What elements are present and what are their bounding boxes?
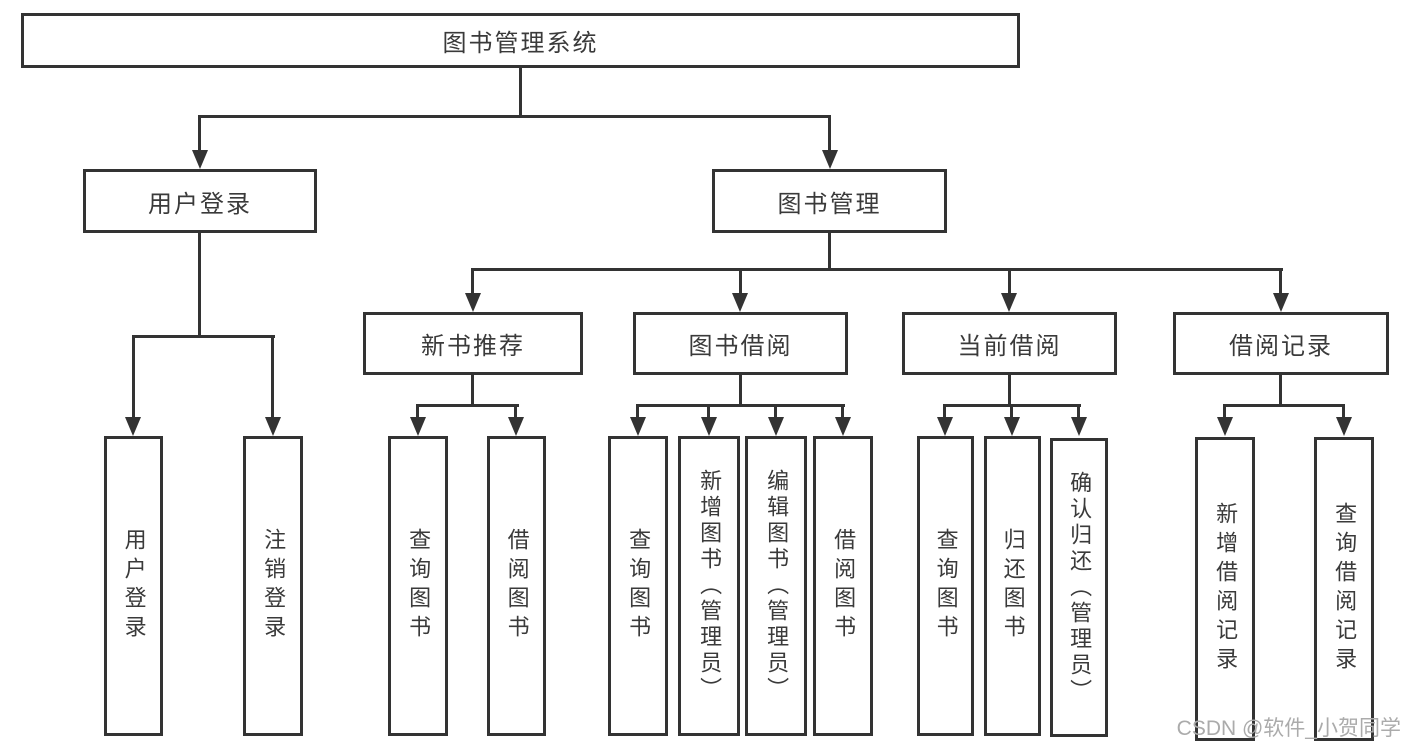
arrowhead-icon bbox=[192, 150, 208, 169]
connector-level3-elbow bbox=[471, 268, 1283, 271]
arrowhead-icon bbox=[732, 293, 748, 312]
connector-borrow-records-children-elbow bbox=[1223, 404, 1345, 407]
arrowhead-icon bbox=[1071, 417, 1087, 436]
connector-arrow-shaft bbox=[774, 404, 777, 421]
arrowhead-icon bbox=[465, 293, 481, 312]
connector-arrow-shaft bbox=[636, 404, 639, 421]
connector-book-borrow-stem bbox=[739, 375, 742, 407]
connector-new-book-children-elbow bbox=[416, 404, 519, 407]
arrowhead-icon bbox=[630, 417, 646, 436]
connector-arrow-shaft bbox=[132, 335, 135, 420]
connector-arrow-shaft bbox=[739, 268, 742, 298]
arrowhead-icon bbox=[768, 417, 784, 436]
connector-current-borrow-stem bbox=[1008, 375, 1011, 407]
leaf-query-books-b-label: 查询图书 bbox=[626, 528, 652, 644]
arrowhead-icon bbox=[410, 417, 426, 436]
leaf-return-book-label: 归还图书 bbox=[1000, 528, 1026, 644]
leaf-borrow-books-b-label: 借阅图书 bbox=[831, 528, 857, 644]
connector-book-borrow-children-elbow bbox=[636, 404, 845, 407]
leaf-edit-book-admin: 编辑图书（管理员） bbox=[745, 436, 807, 736]
leaf-query-books-c: 查询图书 bbox=[917, 436, 974, 736]
arrowhead-icon bbox=[1273, 293, 1289, 312]
arrowhead-icon bbox=[1001, 293, 1017, 312]
connector-arrow-shaft bbox=[416, 404, 419, 421]
node-root: 图书管理系统 bbox=[21, 13, 1020, 68]
node-borrow-records: 借阅记录 bbox=[1173, 312, 1389, 375]
leaf-borrow-books-a-label: 借阅图书 bbox=[504, 528, 530, 644]
connector-arrow-shaft bbox=[828, 115, 831, 153]
node-root-label: 图书管理系统 bbox=[442, 30, 599, 57]
connector-arrow-shaft bbox=[198, 115, 201, 153]
leaf-query-books-a: 查询图书 bbox=[388, 436, 448, 736]
connector-arrow-shaft bbox=[707, 404, 710, 421]
arrowhead-icon bbox=[1004, 417, 1020, 436]
connector-arrow-shaft bbox=[1010, 404, 1013, 421]
leaf-add-book-admin: 新增图书（管理员） bbox=[678, 436, 740, 736]
connector-user-login-stem bbox=[198, 233, 201, 337]
connector-level2-elbow bbox=[198, 115, 831, 118]
leaf-add-borrow-record: 新增借阅记录 bbox=[1195, 437, 1255, 741]
node-current-borrow: 当前借阅 bbox=[902, 312, 1117, 375]
node-borrow-records-label: 借阅记录 bbox=[1229, 333, 1333, 360]
arrowhead-icon bbox=[822, 150, 838, 169]
leaf-confirm-return-admin-label: 确认归还（管理员） bbox=[1067, 470, 1093, 705]
connector-root-stem bbox=[519, 68, 522, 118]
connector-arrow-shaft bbox=[1223, 404, 1226, 421]
arrowhead-icon bbox=[1336, 417, 1352, 436]
arrowhead-icon bbox=[265, 417, 281, 436]
leaf-logout: 注销登录 bbox=[243, 436, 303, 736]
connector-arrow-shaft bbox=[1342, 404, 1345, 421]
leaf-user-login: 用户登录 bbox=[104, 436, 163, 736]
connector-arrow-shaft bbox=[471, 268, 474, 298]
node-user-login: 用户登录 bbox=[83, 169, 317, 233]
node-current-borrow-label: 当前借阅 bbox=[957, 333, 1062, 360]
node-book-borrow-label: 图书借阅 bbox=[688, 333, 793, 360]
arrowhead-icon bbox=[937, 417, 953, 436]
node-book-management-label: 图书管理 bbox=[777, 190, 882, 218]
leaf-add-book-admin-label: 新增图书（管理员） bbox=[697, 469, 723, 703]
connector-arrow-shaft bbox=[271, 335, 274, 420]
node-book-borrow: 图书借阅 bbox=[633, 312, 848, 375]
connector-book-mgmt-stem bbox=[828, 233, 831, 271]
connector-arrow-shaft bbox=[841, 404, 844, 421]
node-new-book-recommend: 新书推荐 bbox=[363, 312, 583, 375]
connector-login-children-elbow bbox=[132, 335, 275, 338]
arrowhead-icon bbox=[835, 417, 851, 436]
arrowhead-icon bbox=[1217, 417, 1233, 436]
node-user-login-label: 用户登录 bbox=[148, 190, 252, 218]
leaf-borrow-books-b: 借阅图书 bbox=[813, 436, 873, 736]
connector-borrow-records-stem bbox=[1279, 375, 1282, 407]
arrowhead-icon bbox=[125, 417, 141, 436]
leaf-query-books-a-label: 查询图书 bbox=[406, 528, 432, 644]
leaf-query-books-b: 查询图书 bbox=[608, 436, 668, 736]
connector-arrow-shaft bbox=[1279, 268, 1282, 298]
leaf-borrow-books-a: 借阅图书 bbox=[487, 436, 546, 736]
leaf-confirm-return-admin: 确认归还（管理员） bbox=[1050, 438, 1108, 737]
leaf-query-borrow-record-label: 查询借阅记录 bbox=[1332, 502, 1358, 676]
connector-new-book-stem bbox=[471, 375, 474, 407]
leaf-return-book: 归还图书 bbox=[984, 436, 1041, 736]
arrowhead-icon bbox=[701, 417, 717, 436]
connector-arrow-shaft bbox=[1008, 268, 1011, 298]
leaf-user-login-label: 用户登录 bbox=[121, 528, 147, 644]
leaf-query-books-c-label: 查询图书 bbox=[933, 528, 959, 644]
connector-arrow-shaft bbox=[1077, 404, 1080, 421]
arrowhead-icon bbox=[508, 417, 524, 436]
watermark: CSDN @软件_小贺同学 bbox=[1176, 717, 1401, 740]
leaf-edit-book-admin-label: 编辑图书（管理员） bbox=[764, 469, 790, 703]
leaf-logout-label: 注销登录 bbox=[261, 528, 287, 644]
node-new-book-recommend-label: 新书推荐 bbox=[421, 333, 525, 360]
leaf-add-borrow-record-label: 新增借阅记录 bbox=[1213, 502, 1239, 676]
leaf-query-borrow-record: 查询借阅记录 bbox=[1314, 437, 1374, 741]
node-book-management: 图书管理 bbox=[712, 169, 947, 233]
connector-arrow-shaft bbox=[943, 404, 946, 421]
connector-arrow-shaft bbox=[514, 404, 517, 421]
